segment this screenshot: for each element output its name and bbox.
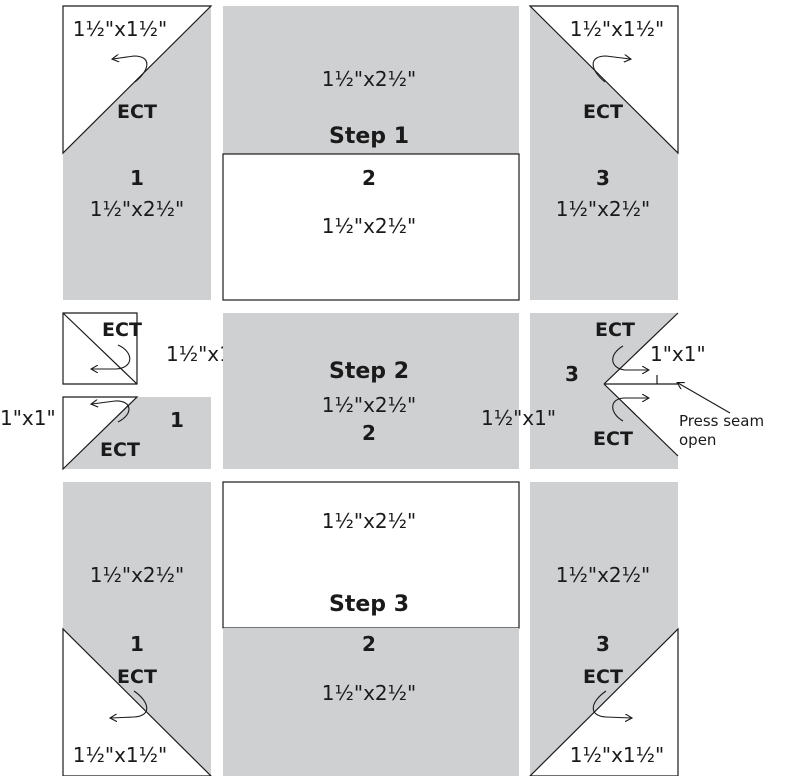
step1-group: 1½"x1½" ECT 1 1½"x2½" 1½"x2½" Step 1 2 1… bbox=[62, 5, 679, 301]
step3-center-bottom-size: 1½"x2½" bbox=[322, 681, 416, 705]
step2-left-lower-arrow bbox=[92, 401, 130, 423]
step1-left-size: 1½"x2½" bbox=[90, 197, 184, 221]
step3-left-ect: ECT bbox=[117, 666, 157, 688]
step3-left-number: 1 bbox=[130, 632, 144, 656]
step1-center-bottom-size: 1½"x2½" bbox=[322, 214, 416, 238]
step2-right-square-size: 1"x1" bbox=[650, 342, 706, 366]
step3-right-corner-size: 1½"x1½" bbox=[570, 743, 664, 767]
step1-left-corner-size: 1½"x1½" bbox=[73, 17, 167, 41]
step1-center-gray bbox=[223, 6, 519, 154]
step2-right-number: 3 bbox=[565, 362, 579, 386]
step1-center-number: 2 bbox=[362, 166, 376, 190]
step1-right-fold-arrow bbox=[592, 56, 630, 83]
step1-right-size: 1½"x2½" bbox=[556, 197, 650, 221]
step3-center-number: 2 bbox=[362, 632, 376, 656]
step1-right-ect: ECT bbox=[583, 101, 623, 123]
step1-left-ect: ECT bbox=[117, 101, 157, 123]
press-seam-label-line2: open bbox=[679, 431, 716, 449]
step1-right-corner-edges bbox=[528, 5, 679, 155]
step3-right-size: 1½"x2½" bbox=[556, 563, 650, 587]
step2-center-number: 2 bbox=[362, 421, 376, 445]
step3-title: Step 3 bbox=[329, 592, 409, 617]
step3-left-fold-arrow bbox=[111, 690, 148, 718]
step3-right-number: 3 bbox=[596, 632, 610, 656]
step3-group: 1½"x2½" 1 ECT 1½"x1½" 1½"x2½" Step 3 2 1… bbox=[62, 481, 679, 776]
step2-right-upper-arrow bbox=[612, 345, 648, 370]
step3-right-fold-arrow bbox=[592, 690, 631, 718]
step2-left-upper-edges bbox=[62, 312, 138, 385]
step1-left-corner-edges bbox=[62, 5, 213, 155]
step2-center-size: 1½"x2½" bbox=[322, 393, 416, 417]
step1-center-white bbox=[222, 153, 520, 301]
step1-left-fold-arrow bbox=[113, 56, 148, 83]
step3-right-ect: ECT bbox=[583, 666, 623, 688]
step3-left-corner-size: 1½"x1½" bbox=[73, 743, 167, 767]
step1-left-number: 1 bbox=[130, 166, 144, 190]
step3-left-size: 1½"x2½" bbox=[90, 563, 184, 587]
step3-center-gray bbox=[223, 628, 519, 776]
step2-right-lower-ect: ECT bbox=[593, 428, 633, 450]
step2-left-size: 1½"x1 bbox=[166, 342, 232, 366]
step2-left-square-size: 1"x1" bbox=[0, 406, 56, 430]
step1-center-top-size: 1½"x2½" bbox=[322, 67, 416, 91]
press-seam-pointer bbox=[678, 383, 731, 414]
step3-left-corner-edges bbox=[62, 627, 212, 776]
step2-left-lower-edges bbox=[62, 396, 139, 471]
step2-right-size: 1½"x1" bbox=[481, 406, 556, 430]
step2-title: Step 2 bbox=[329, 359, 409, 384]
step2-center-gray bbox=[223, 313, 519, 469]
step1-right-number: 3 bbox=[596, 166, 610, 190]
step2-right-upper-ect: ECT bbox=[595, 319, 635, 341]
step3-right-corner-edges bbox=[529, 627, 679, 776]
step2-right-lower-arrow bbox=[612, 398, 648, 422]
step1-title: Step 1 bbox=[329, 124, 409, 149]
step2-left-upper-ect: ECT bbox=[102, 319, 142, 341]
step2-left-upper-arrow bbox=[92, 344, 131, 369]
step3-center-top-size: 1½"x2½" bbox=[322, 509, 416, 533]
step1-right-corner-size: 1½"x1½" bbox=[570, 17, 664, 41]
step3-center-white bbox=[222, 481, 520, 629]
step2-left-lower-ect: ECT bbox=[100, 439, 140, 461]
step2-right-edges bbox=[603, 312, 679, 457]
step2-group: ECT 1½"x1 ECT 1 1"x1" Step 2 1½"x2½" 2 E… bbox=[0, 312, 764, 471]
step2-left-number: 1 bbox=[170, 408, 184, 432]
press-seam-label-line1: Press seam bbox=[679, 412, 764, 430]
